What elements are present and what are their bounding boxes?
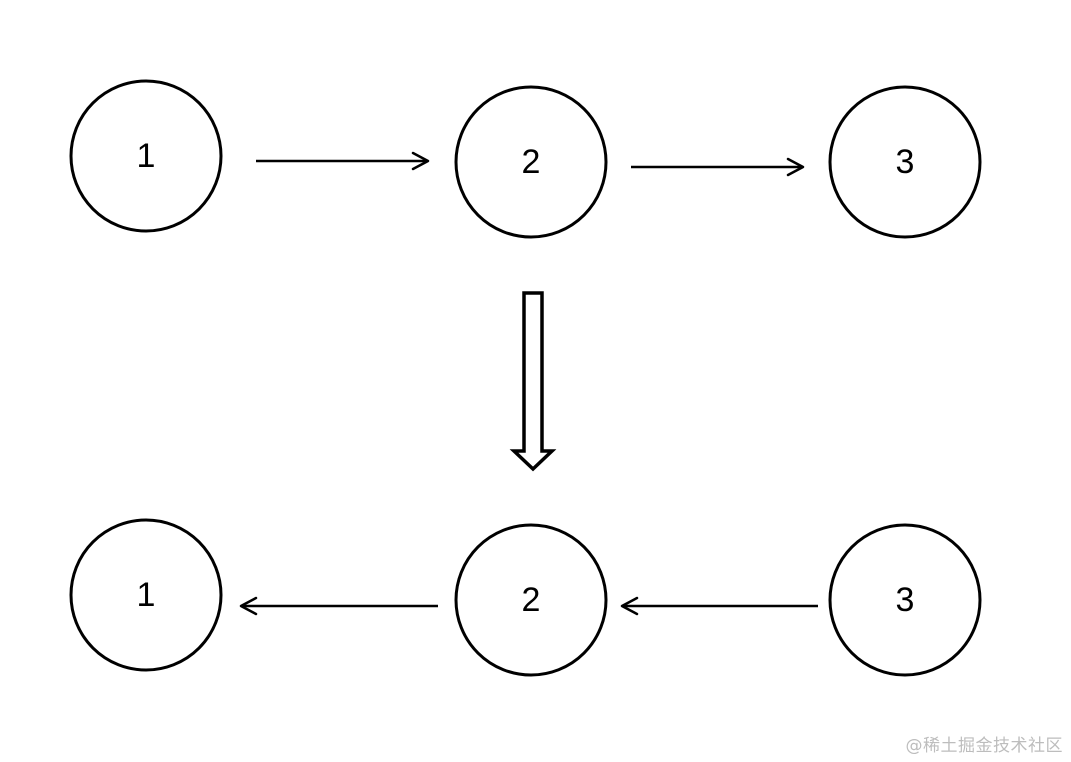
- bottom-node-3: 3: [828, 523, 982, 677]
- bottom-node-1: 1: [69, 518, 223, 672]
- top-row: 1 2 3: [69, 79, 982, 239]
- bottom-node-2: 2: [454, 523, 608, 677]
- bottom-edge-2-to-1: [239, 596, 438, 616]
- transform-down-arrow-icon: [509, 291, 557, 472]
- watermark: @稀土掘金技术社区: [905, 736, 1063, 756]
- top-node-2: 2: [454, 85, 608, 239]
- bottom-edge-3-to-2: [620, 596, 818, 616]
- top-edge-2-to-3: [631, 157, 805, 177]
- bottom-node-1-label: 1: [137, 576, 156, 614]
- top-node-3-label: 3: [896, 143, 915, 181]
- top-node-1: 1: [69, 79, 223, 233]
- top-node-3: 3: [828, 85, 982, 239]
- bottom-node-2-label: 2: [522, 581, 541, 619]
- top-edge-1-to-2: [256, 151, 430, 171]
- top-node-1-label: 1: [137, 137, 156, 175]
- top-node-2-label: 2: [522, 143, 541, 181]
- bottom-node-3-label: 3: [896, 581, 915, 619]
- bottom-row: 1 2 3: [69, 518, 982, 677]
